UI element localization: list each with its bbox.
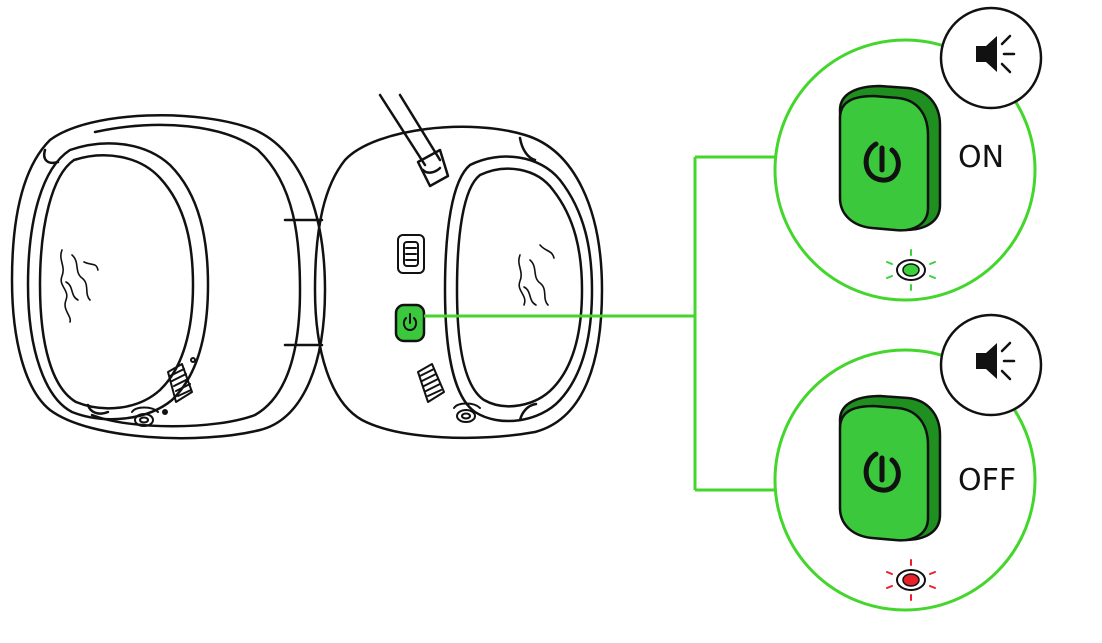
- razer-logo: [60, 249, 99, 323]
- off-speaker-bubble: [939, 313, 1043, 417]
- razer-logo-right: [518, 244, 555, 306]
- on-speaker-bubble: [939, 6, 1043, 110]
- speaker-icon: [976, 34, 1016, 74]
- charge-port-right: [453, 402, 481, 423]
- led-indicator-on: [886, 249, 936, 291]
- left-ear-cup: [10, 114, 327, 440]
- power-icon-off: [863, 451, 901, 493]
- state-on: ON: [773, 6, 1043, 302]
- state-label-off: OFF: [958, 463, 1016, 498]
- right-ear-cup: [313, 93, 604, 440]
- state-off: OFF: [773, 313, 1043, 612]
- led-indicator-off: [886, 559, 936, 601]
- charge-port: [131, 406, 159, 427]
- headset-illustration: [10, 93, 604, 440]
- on-power-button: [838, 84, 942, 232]
- speaker-icon-off: [976, 341, 1016, 381]
- volume-wheel-right: [417, 363, 445, 403]
- power-icon: [863, 141, 901, 183]
- microphone-boom: [378, 93, 450, 188]
- volume-wheel: [167, 357, 196, 403]
- headset-power-button: [394, 303, 426, 343]
- mute-switch: [397, 234, 425, 274]
- off-power-button: [838, 394, 942, 542]
- state-label-on: ON: [958, 140, 1004, 175]
- callout-lines: [424, 155, 778, 492]
